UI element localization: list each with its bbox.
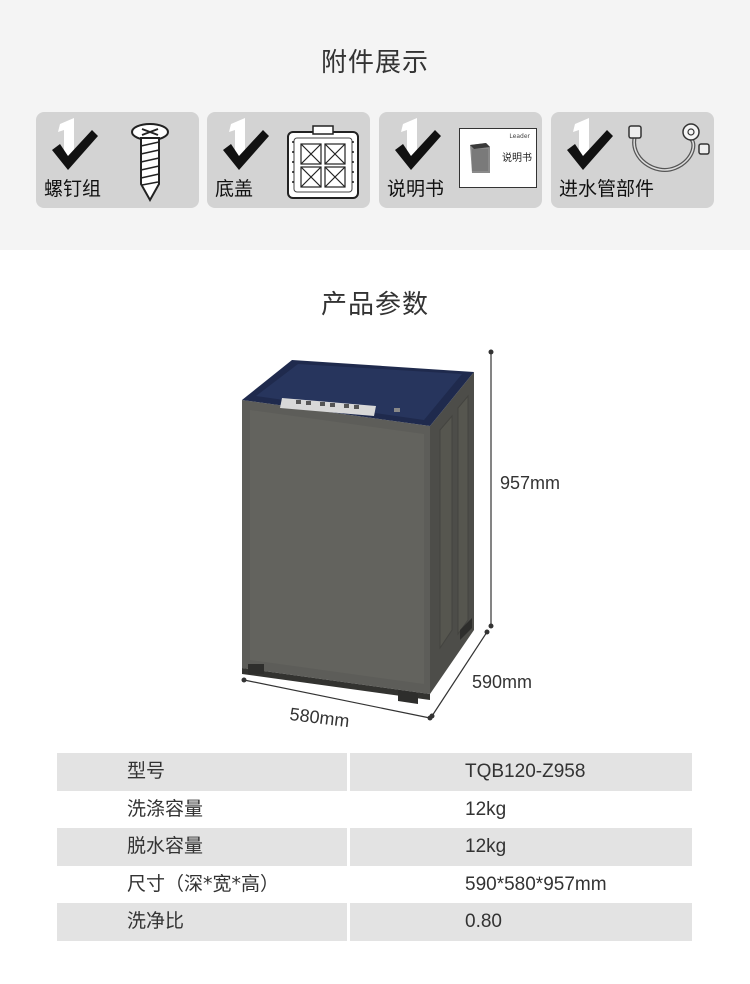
column-divider (347, 790, 350, 829)
column-divider (347, 828, 350, 866)
accessory-card-screw: 螺钉组 (36, 112, 199, 208)
accessory-card-bottom-cover: 底盖 (207, 112, 370, 208)
bottom-cover-icon (287, 125, 359, 199)
manual-icon: Leader 说明书 (459, 128, 537, 188)
spec-value: 12kg (465, 798, 507, 820)
spec-value: 590*580*957mm (465, 873, 607, 895)
table-row: 尺寸（深*宽*高） 590*580*957mm (57, 865, 692, 904)
table-row: 脱水容量 12kg (57, 828, 692, 866)
column-divider (347, 865, 350, 904)
spec-key: 型号 (127, 760, 166, 782)
quantity-check-icon (223, 118, 269, 170)
accessory-card-inlet-hose: 进水管部件 (551, 112, 714, 208)
manual-brand-text: Leader (509, 133, 530, 140)
accessory-label: 进水管部件 (559, 178, 655, 200)
accessories-title: 附件展示 (320, 48, 429, 78)
washer-thumbnail-icon (470, 143, 490, 173)
accessory-label: 说明书 (387, 178, 445, 200)
depth-dimension-label: 590mm (472, 672, 533, 692)
spec-table: 型号 TQB120-Z958 洗涤容量 12kg 脱水容量 12kg 尺寸（深*… (57, 753, 692, 941)
accessory-label: 螺钉组 (44, 178, 102, 200)
screw-icon (131, 123, 169, 203)
column-divider (347, 753, 350, 791)
accessory-label: 底盖 (215, 178, 254, 200)
height-dimension-label: 957mm (500, 473, 561, 493)
table-row: 洗涤容量 12kg (57, 790, 692, 829)
quantity-check-icon (567, 118, 613, 170)
accessory-card-manual: 说明书 Leader 说明书 (379, 112, 542, 208)
inlet-hose-icon (628, 123, 710, 172)
spec-key: 洗净比 (127, 910, 185, 933)
table-row: 洗净比 0.80 (57, 903, 692, 941)
accessories-section: 附件展示 螺钉组 底盖 (0, 0, 750, 250)
spec-value: 12kg (465, 836, 507, 858)
washing-machine-illustration (241, 349, 494, 721)
column-divider (347, 903, 350, 941)
quantity-check-icon (52, 118, 98, 170)
spec-key: 洗涤容量 (127, 797, 204, 820)
product-title: 产品参数 (320, 290, 429, 320)
spec-value: 0.80 (465, 911, 502, 933)
table-row: 型号 TQB120-Z958 (57, 753, 692, 791)
manual-cover-text: 说明书 (502, 153, 532, 164)
quantity-check-icon (395, 118, 441, 170)
spec-key: 脱水容量 (127, 835, 204, 858)
spec-value: TQB120-Z958 (465, 761, 586, 782)
spec-key: 尺寸（深*宽*高） (127, 872, 280, 895)
